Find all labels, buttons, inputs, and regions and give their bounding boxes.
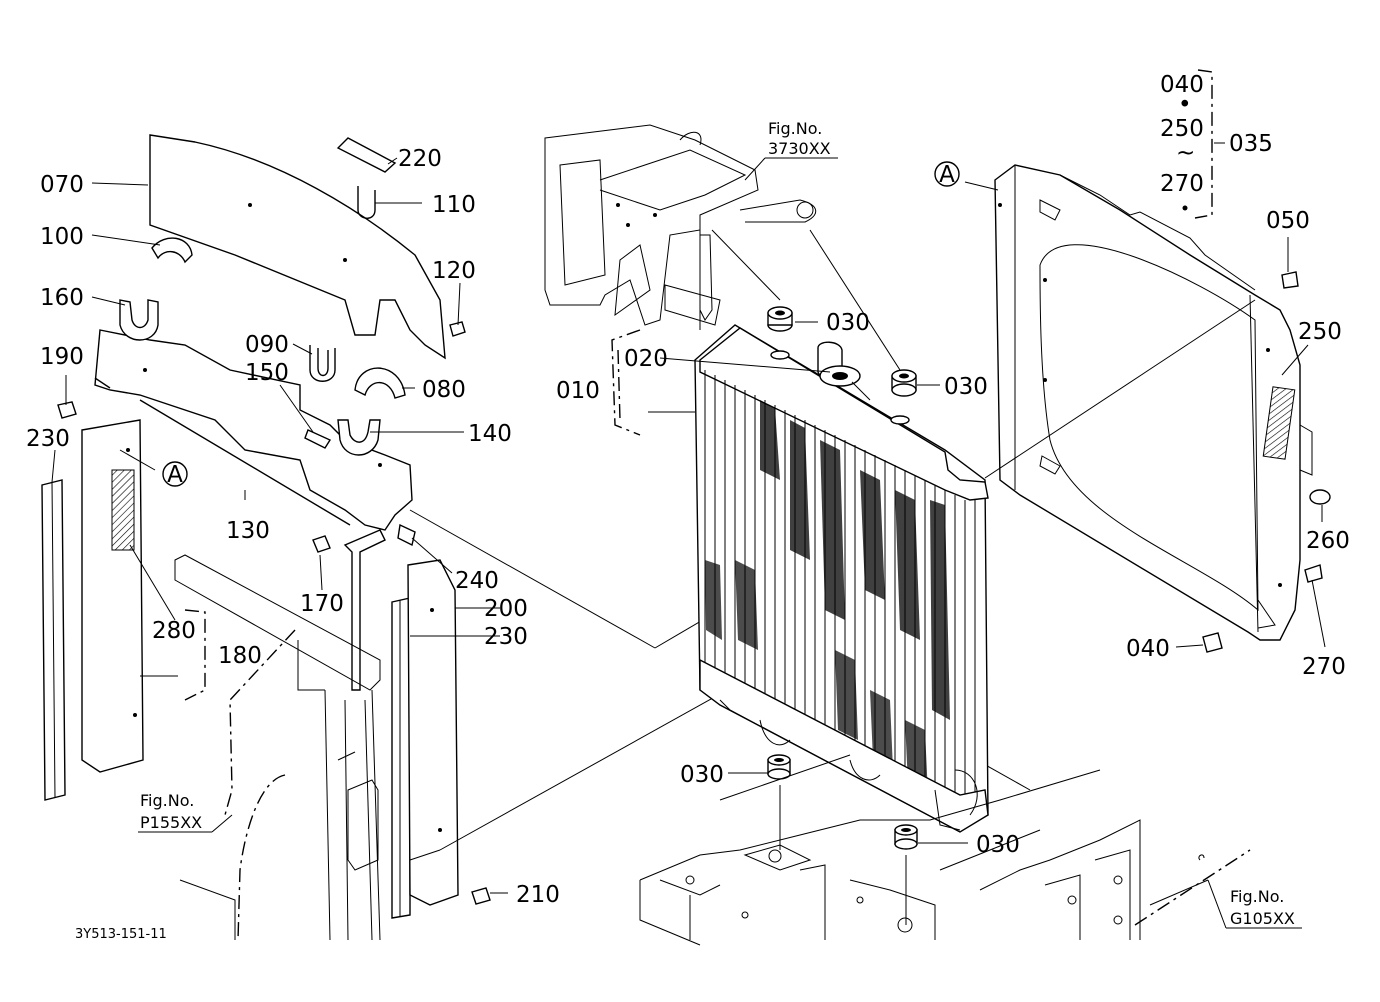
- callout-010[interactable]: 010: [556, 378, 600, 404]
- radiator-support-bracket: [544, 124, 817, 326]
- callout-030-top-left[interactable]: 030: [826, 310, 870, 336]
- callout-090[interactable]: 090: [245, 332, 289, 358]
- callout-120[interactable]: 120: [432, 258, 476, 284]
- range-bracket-035: [1194, 69, 1213, 219]
- figure-ref-3730[interactable]: Fig.No. 3730XX: [744, 119, 838, 181]
- figure-ref-3730-number: 3730XX: [768, 139, 831, 158]
- lower-cover-plate: [94, 329, 413, 531]
- radiator-core: [694, 324, 989, 833]
- side-frame-outline: [174, 554, 381, 941]
- range-bracket-010: [617, 349, 621, 421]
- callout-160[interactable]: 160: [40, 285, 84, 311]
- callout-230-left[interactable]: 230: [26, 426, 70, 452]
- rubber-040: [1202, 632, 1223, 653]
- clip-240: [397, 523, 416, 547]
- rubber-mount-030-bottom-left: [767, 754, 791, 780]
- callout-220[interactable]: 220: [398, 146, 442, 172]
- rubber-mount-030-bottom-right: [894, 824, 918, 850]
- figure-ref-p155-number: P155XX: [140, 813, 202, 832]
- callout-050[interactable]: 050: [1266, 208, 1310, 234]
- callout-030-bottom-left[interactable]: 030: [680, 762, 724, 788]
- grommet-220: [336, 137, 397, 173]
- grommet-160: [119, 299, 159, 341]
- fan-shroud-attachment-line: [984, 299, 1256, 479]
- u-clip-110: [357, 186, 376, 219]
- callout-labels: 070 100 160 190 230 220 110 120 090 150 …: [26, 72, 1350, 908]
- bracket-near-170: [343, 529, 386, 691]
- callout-110[interactable]: 110: [432, 192, 476, 218]
- chassis-frame-outline: [639, 754, 1251, 946]
- callout-250[interactable]: 250: [1298, 319, 1342, 345]
- callout-170[interactable]: 170: [300, 591, 344, 617]
- radiator-cap-020: [817, 341, 871, 401]
- seal-strip-230-left: [41, 479, 66, 801]
- clamp-260: [1309, 489, 1331, 505]
- callout-030-bottom-right[interactable]: 030: [976, 832, 1020, 858]
- callout-140[interactable]: 140: [468, 421, 512, 447]
- ref-mark-a-right-label: A: [939, 162, 955, 188]
- bolt-120: [449, 321, 466, 337]
- clamp-270: [1304, 564, 1323, 583]
- grommet-140: [337, 419, 381, 456]
- fan-shroud: [994, 164, 1313, 641]
- callout-020[interactable]: 020: [624, 346, 668, 372]
- radiator-group-bracket-010: [611, 329, 641, 436]
- callout-080[interactable]: 080: [422, 377, 466, 403]
- callout-030-top-right[interactable]: 030: [944, 374, 988, 400]
- figure-ref-3730-title: Fig.No.: [768, 119, 822, 138]
- radiator-fin-shading: [705, 400, 950, 795]
- figure-ref-g105[interactable]: Fig.No. G105XX: [1207, 879, 1302, 929]
- callout-040[interactable]: 040: [1126, 636, 1170, 662]
- figure-ref-g105-title: Fig.No.: [1230, 887, 1284, 906]
- callout-150[interactable]: 150: [245, 360, 289, 386]
- callout-280[interactable]: 280: [152, 618, 196, 644]
- bolt-170: [312, 535, 331, 553]
- callout-range-dot: •: [1178, 92, 1192, 118]
- callout-070[interactable]: 070: [40, 172, 84, 198]
- bolt-190: [57, 401, 77, 419]
- centerlines: [699, 229, 907, 925]
- callout-035[interactable]: 035: [1229, 131, 1273, 157]
- range-bracket-180: [184, 609, 206, 701]
- callout-260[interactable]: 260: [1306, 528, 1350, 554]
- grommet-080: [354, 367, 406, 399]
- callout-190[interactable]: 190: [40, 344, 84, 370]
- figure-ref-p155[interactable]: Fig.No. P155XX: [138, 791, 233, 833]
- figure-ref-p155-title: Fig.No.: [140, 791, 194, 810]
- leader-lines: [51, 157, 1326, 906]
- side-cover-200: [407, 559, 459, 906]
- mount-bushing-top: [770, 350, 910, 425]
- rubber-mount-030-top-left: [767, 306, 793, 332]
- clip-090: [309, 345, 336, 382]
- rubber-mount-030-top-right: [891, 369, 917, 397]
- grommet-100: [151, 237, 193, 264]
- callout-040-range-start[interactable]: 040: [1160, 72, 1204, 98]
- callout-range-tilde: ~: [1176, 140, 1195, 166]
- callout-230-right[interactable]: 230: [484, 624, 528, 650]
- clip-150: [304, 429, 332, 449]
- side-cover-180: [81, 419, 144, 773]
- ref-mark-a-left-label: A: [167, 462, 183, 488]
- callout-250-range[interactable]: 250: [1160, 116, 1204, 142]
- callout-240[interactable]: 240: [455, 568, 499, 594]
- seal-strip-230-right: [391, 597, 411, 919]
- bolt-050: [1281, 271, 1299, 289]
- ref-mark-a-right: A: [934, 161, 960, 188]
- ref-mark-a-left: A: [162, 461, 188, 488]
- callout-130[interactable]: 130: [226, 518, 270, 544]
- callout-270-range-end[interactable]: 270: [1160, 171, 1204, 197]
- callout-210[interactable]: 210: [516, 882, 560, 908]
- upper-cover-070: [149, 134, 446, 360]
- bolt-210: [471, 887, 491, 905]
- callout-270[interactable]: 270: [1302, 654, 1346, 680]
- figure-ref-g105-number: G105XX: [1230, 909, 1295, 928]
- drawing-code: 3Y513-151-11: [75, 927, 167, 942]
- callout-180[interactable]: 180: [218, 643, 262, 669]
- callout-200[interactable]: 200: [484, 596, 528, 622]
- callout-100[interactable]: 100: [40, 224, 84, 250]
